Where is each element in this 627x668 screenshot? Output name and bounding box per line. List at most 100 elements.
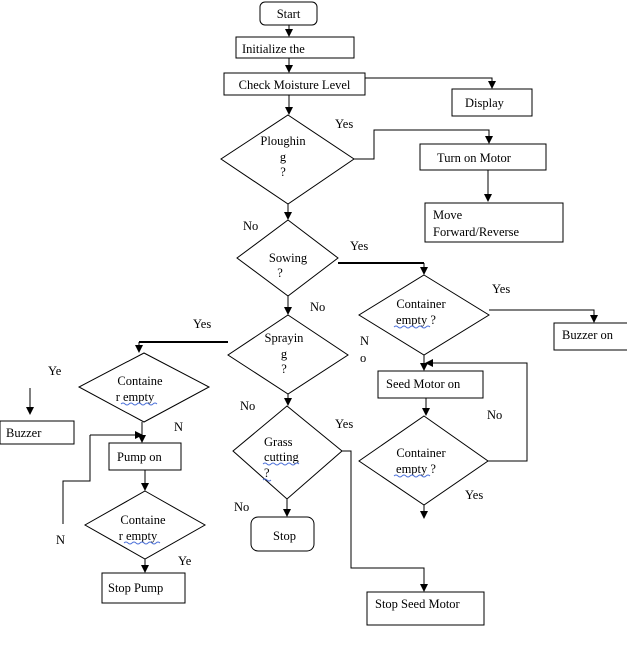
node-stop: Stop [250,516,315,552]
init-label: Initialize the [242,42,305,56]
container-4-decision [83,490,207,560]
label-cont4-no: N [56,533,65,547]
label-plough-yes: Yes [335,117,353,131]
label-cont4-yes: Ye [178,554,192,568]
pump-on-label: Pump on [117,450,163,464]
node-stop-seed-motor: Stop Seed Motor [366,591,485,626]
seed-motor-on-box [377,370,484,399]
motor-on-box [419,143,547,171]
spellcheck-squiggle [262,462,300,466]
pump-on-box [108,442,182,471]
node-motor-on: Turn on Motor [419,143,547,171]
label-grass-no: No [234,500,249,514]
label-grass-yes: Yes [335,417,353,431]
stop-seed-motor-label: Stop Seed Motor [375,597,461,611]
container-3-label-1: Containe [117,374,163,388]
arrow-grass-stopseed [342,450,428,592]
node-init: Initialize the [235,36,355,59]
connectors [26,25,598,592]
node-sowing: Sowing ? [236,219,339,297]
container-3-decision [77,352,211,423]
node-container-3: Containe r empty [77,352,211,423]
node-spraying: Sprayin g ? [227,314,349,395]
arrow-cont2-loop [425,359,528,462]
spraying-decision [227,314,349,395]
plough-label-3: ? [280,165,286,179]
buzzer-left-label: Buzzer [6,426,42,440]
check-box [223,72,366,96]
spellcheck-squiggle [393,474,431,478]
label-sow-no: No [310,300,325,314]
container-1-label-2: empty ? [396,313,436,327]
label-plough-no: No [243,219,258,233]
move-box [424,202,564,243]
container-1-decision [358,274,490,356]
stop-label: Stop [273,529,296,543]
grass-label-3: ? [264,466,270,480]
container-3-label-2: r empty [116,390,155,404]
edge-labels: Yes No Yes No Yes N o Yes No No Yes Yes … [48,117,510,568]
label-cont2-no: No [487,408,502,422]
start-label: Start [277,7,301,21]
grass-label-2: cutting [264,450,299,464]
node-move: Move Forward/Reverse [424,202,564,243]
spellcheck-squiggle [120,402,158,406]
display-box [451,88,533,117]
grass-decision [232,405,343,500]
node-seed-motor-on: Seed Motor on [377,370,484,399]
sowing-decision [236,219,339,297]
label-sow-yes: Yes [350,239,368,253]
label-cont3-yes: Ye [48,364,62,378]
container-2-decision [358,415,489,506]
spellcheck-squiggle [393,325,431,329]
start-terminal [259,1,318,26]
stop-seed-motor-box [366,591,485,626]
plough-label-1: Ploughin [260,134,306,148]
arrow-check-display [365,77,496,89]
stop-pump-label: Stop Pump [108,581,163,595]
display-label: Display [465,96,505,110]
container-2-label-2: empty ? [396,462,436,476]
stop-pump-box [101,572,186,604]
node-container-2: Container empty ? [358,415,489,506]
line-cont4-loop [62,435,91,524]
label-cont1-yes: Yes [492,282,510,296]
check-label: Check Moisture Level [239,78,351,92]
motor-on-label: Turn on Motor [437,151,512,165]
plough-label-2: g [280,150,287,164]
label-cont3-no: N [174,420,183,434]
spraying-label-2: g [281,347,288,361]
node-start: Start [259,1,318,26]
node-container-1: Container empty ? [358,274,490,356]
container-4-label-1: Containe [120,513,166,527]
spellcheck-squiggle [262,478,272,482]
container-1-label-1: Container [396,297,446,311]
spellcheck-squiggle [123,541,161,545]
node-check: Check Moisture Level [223,72,366,96]
label-spray-no: No [240,399,255,413]
arrow-plough-motor [354,129,493,160]
container-2-label-1: Container [396,446,446,460]
label-cont2-yes: Yes [465,488,483,502]
move-label-1: Move [433,208,463,222]
arrow-cont1-buzzer [489,309,598,323]
node-buzzer-right: Buzzer on [553,322,627,351]
stop-terminal [250,516,315,552]
buzzer-left-box [0,420,75,445]
node-container-4: Containe r empty [83,490,207,560]
container-4-label-2: r empty [119,529,158,543]
node-buzzer-left: Buzzer [0,420,75,445]
label-cont1-no-o: o [360,351,366,365]
node-display: Display [451,88,533,117]
plough-decision [220,114,355,205]
sowing-label-2: ? [277,266,283,280]
spraying-label-1: Sprayin [265,331,305,345]
buzzer-right-label: Buzzer on [562,328,614,342]
label-spray-yes: Yes [193,317,211,331]
init-box [235,36,355,59]
node-stop-pump: Stop Pump [101,572,186,604]
spraying-label-3: ? [281,362,287,376]
sowing-label-1: Sowing [269,251,308,265]
grass-label-1: Grass [264,435,293,449]
